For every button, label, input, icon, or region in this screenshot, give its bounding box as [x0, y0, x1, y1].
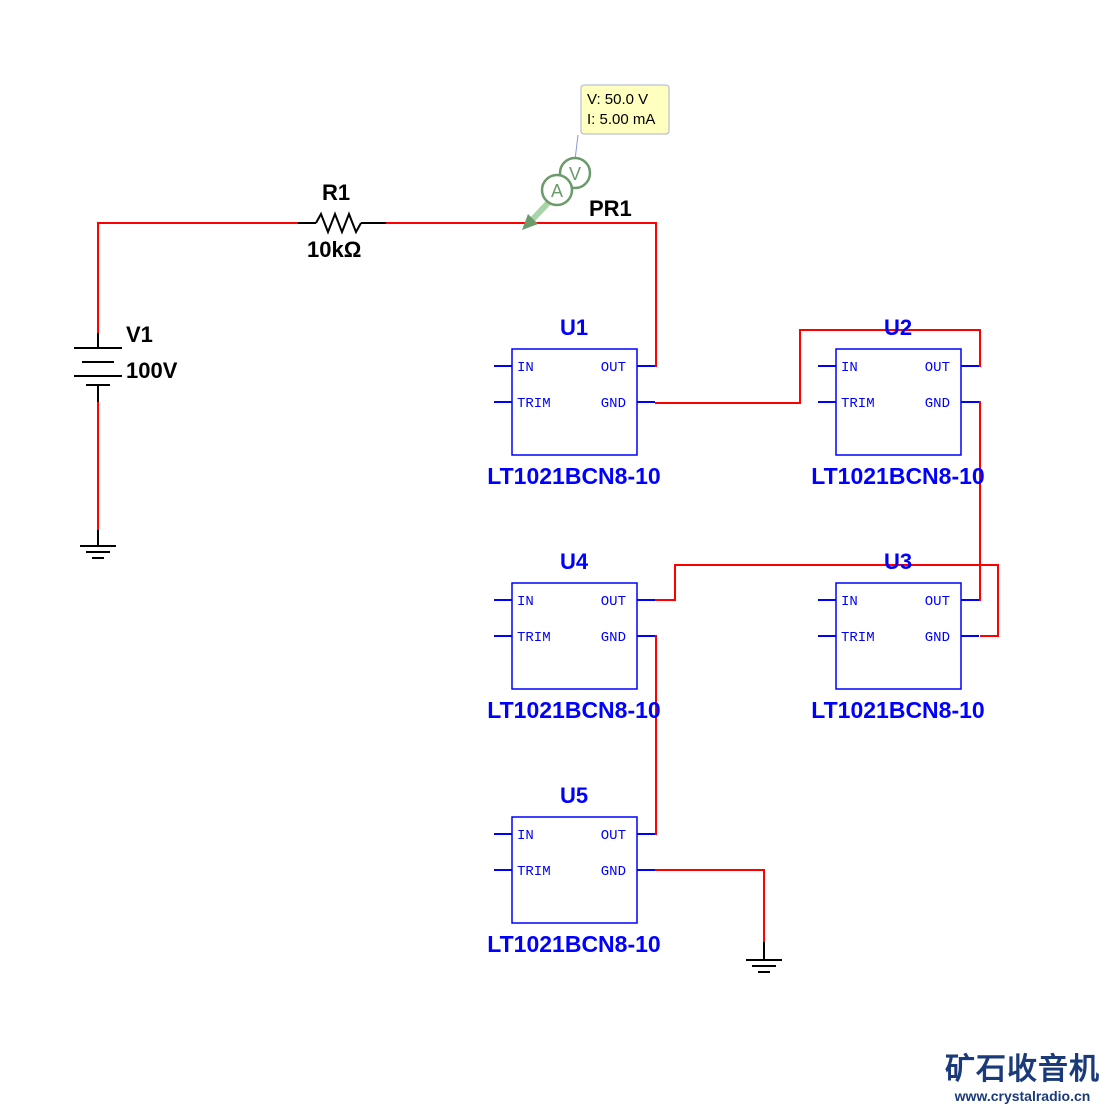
wire-u3-gnd-to-u4-out[interactable]: [655, 564, 999, 637]
ic-body: [511, 348, 638, 456]
ic-part-label: LT1021BCN8-10: [487, 463, 660, 489]
ic-body: [835, 348, 962, 456]
pin-label-out: OUT: [925, 594, 950, 610]
pin-label-in: IN: [841, 360, 858, 376]
resistor-zigzag-icon: [315, 211, 362, 235]
probe-current-reading: I: 5.00 mA: [587, 111, 655, 128]
svg-text:A: A: [551, 181, 563, 201]
probe-voltage-reading: V: 50.0 V: [587, 91, 648, 108]
pin-label-trim: TRIM: [517, 630, 551, 646]
resistor-r1[interactable]: R1 10kΩ: [298, 180, 386, 262]
ic-body: [511, 582, 638, 690]
pin-label-out: OUT: [601, 828, 626, 844]
pin-label-out: OUT: [925, 360, 950, 376]
wire-u5-gnd-to-ground[interactable]: [655, 869, 765, 942]
ic-part-label: LT1021BCN8-10: [487, 931, 660, 957]
ic-part-label: LT1021BCN8-10: [811, 463, 984, 489]
r1-ref-label: R1: [322, 180, 350, 205]
ic-ref-label: U3: [884, 549, 912, 574]
pin-label-in: IN: [841, 594, 858, 610]
ic-part-label: LT1021BCN8-10: [487, 697, 660, 723]
ic-ref-label: U1: [560, 315, 588, 340]
pin-label-gnd: GND: [601, 630, 626, 646]
battery-v1[interactable]: V1 100V: [74, 322, 178, 402]
watermark-title: 矿石收音机: [945, 1052, 1100, 1087]
svg-text:V: V: [569, 164, 581, 184]
probe-readout-tag: [580, 84, 670, 135]
v1-value-label: 100V: [126, 358, 178, 383]
pin-label-gnd: GND: [601, 864, 626, 880]
ic-ref-label: U4: [560, 549, 589, 574]
ic-layer: INTRIMOUTGNDU1LT1021BCN8-10INTRIMOUTGNDU…: [487, 315, 984, 957]
pin-label-trim: TRIM: [841, 396, 875, 412]
wire-u4-gnd-to-u5-out[interactable]: [638, 635, 657, 835]
pin-label-out: OUT: [601, 594, 626, 610]
probe-arrow-shaft: [529, 200, 551, 223]
pin-label-trim: TRIM: [517, 864, 551, 880]
pin-label-trim: TRIM: [841, 630, 875, 646]
ground-icon: [746, 942, 782, 973]
pin-label-in: IN: [517, 828, 534, 844]
watermark-url: www.crystalradio.cn: [954, 1088, 1091, 1104]
wire-u2-gnd-to-u3-out[interactable]: [962, 401, 981, 601]
wire-v1-to-r1[interactable]: [97, 222, 298, 333]
probe-arrow-icon: [522, 214, 538, 230]
pin-label-in: IN: [517, 360, 534, 376]
v1-ref-label: V1: [126, 322, 153, 347]
probe-pr1[interactable]: V: 50.0 V I: 5.00 mA V A PR1: [522, 84, 670, 230]
ic-body: [835, 582, 962, 690]
ic-ref-label: U2: [884, 315, 912, 340]
pin-label-gnd: GND: [925, 630, 950, 646]
pin-label-gnd: GND: [601, 396, 626, 412]
pin-label-gnd: GND: [925, 396, 950, 412]
r1-value-label: 10kΩ: [307, 237, 361, 262]
ic-ref-label: U5: [560, 783, 588, 808]
ammeter-icon: [540, 173, 574, 207]
ground-icon: [80, 530, 116, 559]
watermark-logo: 矿石收音机 www.crystalradio.cn: [945, 1053, 1100, 1105]
ic-part-label: LT1021BCN8-10: [811, 697, 984, 723]
pin-label-in: IN: [517, 594, 534, 610]
probe-leader-line: [574, 134, 579, 161]
pr1-ref-label: PR1: [589, 196, 632, 221]
pin-label-trim: TRIM: [517, 396, 551, 412]
pin-label-out: OUT: [601, 360, 626, 376]
wire-r1-to-u1-out[interactable]: [386, 222, 657, 367]
